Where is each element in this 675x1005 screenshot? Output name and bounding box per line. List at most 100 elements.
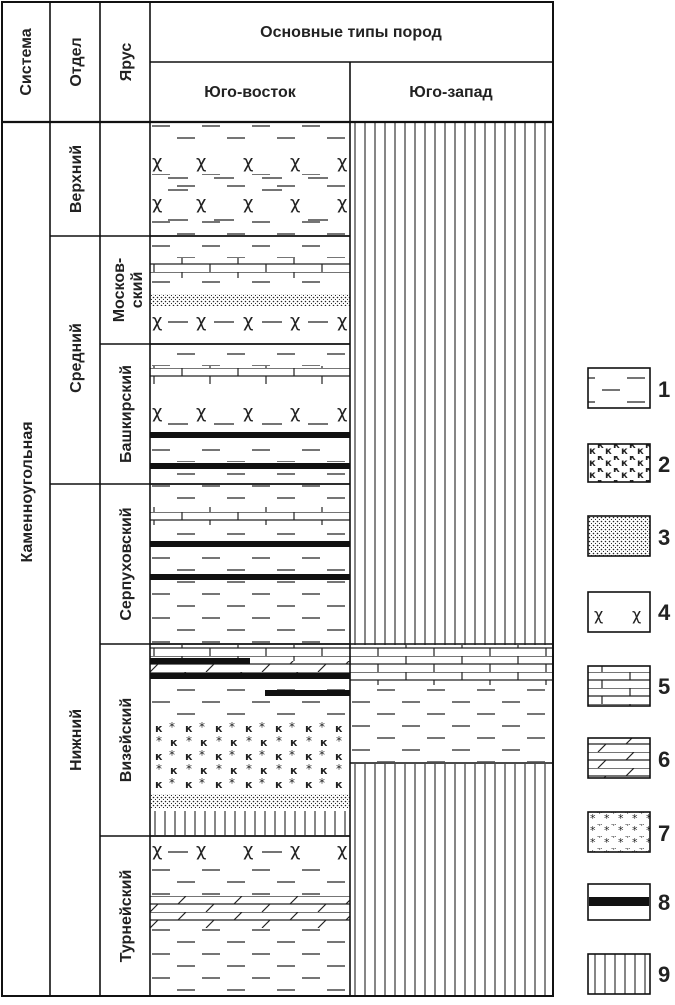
sw-vertical-upper	[350, 123, 553, 645]
svg-text:χ: χ	[290, 311, 300, 332]
se-tournaisian-x-marks: χ χ χ χ χ	[152, 840, 347, 861]
svg-text:χ: χ	[196, 402, 206, 423]
svg-text:χ: χ	[243, 193, 253, 214]
svg-text:χ: χ	[152, 402, 162, 423]
se-bashkir-bricks	[150, 366, 350, 384]
legend-item-7: 7	[587, 811, 670, 853]
se-visean-dots	[150, 794, 350, 808]
svg-text:χ: χ	[337, 402, 347, 423]
header-rock-types: Основные типы пород	[260, 24, 442, 41]
header-system: Система	[18, 28, 35, 95]
se-bashkir-dashes	[150, 344, 350, 366]
legend-item-3: 3	[587, 515, 670, 557]
svg-text:χ: χ	[632, 605, 641, 624]
stage-tournaisian-label: Турнейский	[118, 870, 135, 963]
division-lower-label: Нижний	[68, 709, 85, 771]
se-tournaisian-dashes	[150, 862, 350, 896]
se-visean-k-pattern	[150, 722, 350, 792]
svg-text:χ: χ	[152, 193, 162, 214]
se-serpukhov-dashes-2	[150, 525, 350, 541]
header-southeast: Юго-восток	[204, 84, 297, 101]
se-moscow-dashes	[150, 236, 350, 258]
header-southwest: Юго-запад	[409, 84, 492, 101]
legend: 1 2 3 χ χ 4 5 6 7 8	[587, 367, 671, 995]
se-moscow-dashes-2	[150, 278, 350, 292]
header-stage: Ярус	[118, 43, 135, 82]
svg-text:χ: χ	[290, 193, 300, 214]
se-tournaisian-diag	[150, 896, 350, 928]
svg-text:χ: χ	[152, 840, 162, 861]
sw-dashes	[350, 686, 553, 762]
se-serpukhov-thick-1	[150, 541, 350, 547]
svg-text:χ: χ	[337, 840, 347, 861]
se-bashkir-dashes-2	[150, 440, 350, 462]
legend-num: 4	[658, 600, 671, 625]
svg-text:χ: χ	[152, 311, 162, 332]
stage-moscow-label-1: Москов-	[111, 258, 128, 323]
legend-item-8: 8	[587, 883, 670, 921]
svg-text:χ: χ	[196, 840, 206, 861]
svg-text:χ: χ	[337, 193, 347, 214]
stage-visean-label: Визейский	[118, 698, 135, 782]
division-upper-label: Верхний	[68, 145, 85, 213]
se-moscow-bricks	[150, 258, 350, 278]
se-visean-thick-full	[150, 673, 350, 679]
se-visean-dashes	[150, 680, 350, 716]
stage-moscow-label-2: ский	[129, 272, 146, 309]
legend-num: 7	[658, 821, 670, 846]
svg-text:χ: χ	[196, 152, 206, 173]
svg-text:χ: χ	[243, 840, 253, 861]
sw-bricks	[350, 645, 553, 685]
legend-num: 8	[658, 890, 670, 915]
se-bashkir-thick-1	[150, 432, 350, 438]
svg-text:χ: χ	[196, 193, 206, 214]
se-visean-thick-short	[150, 658, 250, 664]
svg-text:χ: χ	[337, 152, 347, 173]
se-visean-vertical	[150, 811, 350, 835]
se-serpukhov-dashes	[150, 485, 350, 507]
legend-num: 1	[658, 377, 670, 402]
se-upper-x-marks: χ χ χ χ χ χ χ χ χ χ	[152, 152, 347, 221]
svg-text:χ: χ	[152, 152, 162, 173]
svg-text:χ: χ	[290, 840, 300, 861]
legend-item-1: 1	[587, 367, 670, 409]
svg-text:χ: χ	[243, 152, 253, 173]
se-serpukhov-dashes-3	[150, 548, 350, 574]
legend-item-4: χ χ 4	[587, 591, 671, 633]
legend-item-2: 2	[587, 443, 670, 483]
system-label: Каменноугольная	[19, 421, 36, 562]
svg-text:χ: χ	[290, 152, 300, 173]
header-division: Отдел	[68, 37, 85, 86]
stage-bashkir-label: Башкирский	[118, 365, 135, 463]
svg-text:χ: χ	[243, 402, 253, 423]
se-visean-bricks	[150, 645, 350, 661]
se-bashkir-x-marks: χ χ χ χ χ	[152, 402, 347, 425]
se-serpukhov-bricks	[150, 507, 350, 525]
legend-num: 6	[658, 747, 670, 772]
svg-text:χ: χ	[337, 311, 347, 332]
se-visean-thick-right	[265, 690, 350, 696]
legend-item-5: 5	[587, 665, 670, 707]
se-upper-dashes	[150, 123, 350, 236]
se-moscow-x-marks: χ χ χ χ χ	[152, 311, 347, 332]
legend-num: 9	[658, 962, 670, 987]
svg-text:χ: χ	[594, 605, 603, 624]
svg-text:χ: χ	[243, 311, 253, 332]
se-serpukhov-dashes-4	[150, 581, 350, 644]
sw-vertical-lower	[350, 764, 553, 996]
legend-num: 2	[658, 452, 670, 477]
svg-text:χ: χ	[196, 311, 206, 332]
legend-item-6: 6	[587, 737, 670, 779]
legend-num: 5	[658, 674, 670, 699]
stage-serpukhov-label: Серпуховский	[118, 507, 135, 620]
legend-item-9: 9	[587, 953, 670, 995]
svg-text:χ: χ	[290, 402, 300, 423]
se-tournaisian-dashes-2	[150, 928, 350, 996]
se-serpukhov-thick-2	[150, 574, 350, 580]
se-upper-x-band-2	[150, 188, 350, 216]
table-grid	[1, 1, 554, 997]
legend-num: 3	[658, 525, 670, 550]
se-bashkir-dashes-3	[150, 470, 350, 484]
se-moscow-dots	[150, 294, 350, 306]
